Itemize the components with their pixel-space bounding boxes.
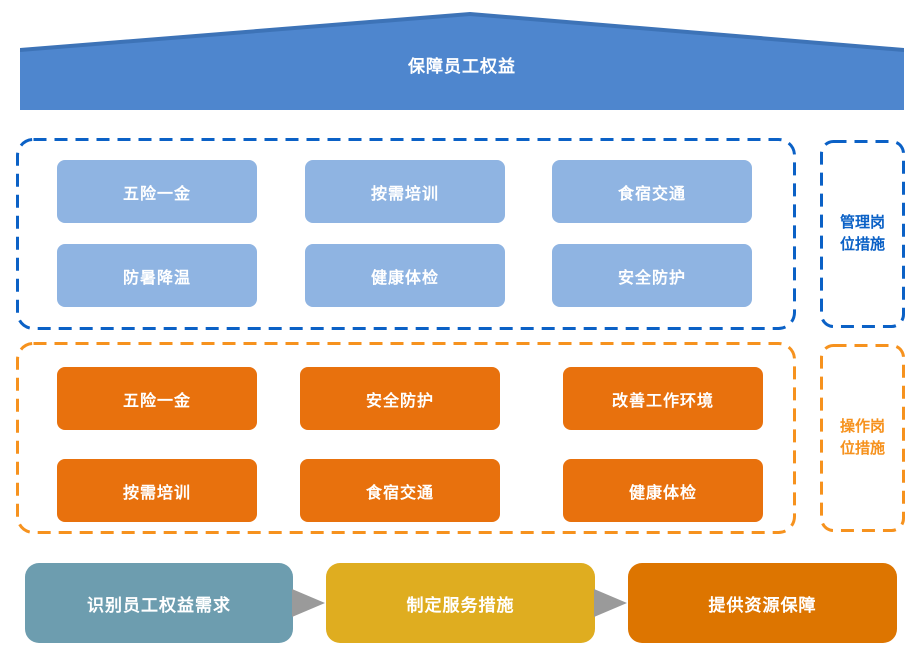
- management-box-6: 安全防护: [552, 244, 752, 307]
- management-box-2: 按需培训: [305, 160, 505, 223]
- management-box-3: 食宿交通: [552, 160, 752, 223]
- management-box-4: 防暑降温: [57, 244, 257, 307]
- management-section-label-text: 管理岗位措施: [839, 214, 885, 253]
- banner-title: 保障员工权益: [408, 56, 516, 76]
- operation-box-5: 食宿交通: [300, 459, 500, 522]
- flow-step-2: 制定服务措施: [326, 563, 595, 643]
- management-box-5: 健康体检: [305, 244, 505, 307]
- operation-box-3: 改善工作环境: [563, 367, 763, 430]
- flow-step-3: 提供资源保障: [628, 563, 897, 643]
- operation-box-4: 按需培训: [57, 459, 257, 522]
- banner-roof-shape: [20, 12, 904, 110]
- management-box-1: 五险一金: [57, 160, 257, 223]
- operation-section-label-text: 操作岗位措施: [839, 418, 885, 457]
- operation-box-2: 安全防护: [300, 367, 500, 430]
- management-section-label: 管理岗位措施: [820, 140, 905, 328]
- arrow-right-icon: [292, 589, 325, 617]
- operation-box-1: 五险一金: [57, 367, 257, 430]
- operation-section-label: 操作岗位措施: [820, 344, 905, 532]
- operation-box-6: 健康体检: [563, 459, 763, 522]
- arrow-right-icon: [594, 589, 627, 617]
- flow-step-1: 识别员工权益需求: [25, 563, 293, 643]
